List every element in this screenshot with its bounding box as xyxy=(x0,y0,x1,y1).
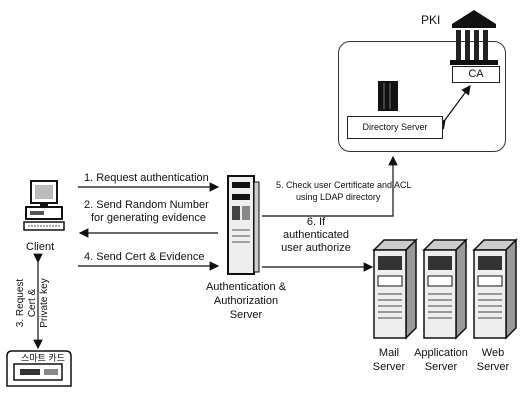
step1-label: 1. Request authentication xyxy=(84,172,209,184)
client-computer-icon xyxy=(22,180,66,236)
auth-server-label-3: Server xyxy=(196,309,296,321)
step6-label-3: user authorize xyxy=(276,242,356,254)
step2-label-1: 2. Send Random Number xyxy=(84,199,209,211)
step2-label-2: for generating evidence xyxy=(91,212,206,224)
step5-label-1: 5. Check user Certificate and ACL xyxy=(276,180,412,190)
smartcard-label: 스마트 카드 xyxy=(21,353,65,363)
client-label: Client xyxy=(26,241,54,253)
web-server-label-2: Server xyxy=(468,361,518,373)
mail-server-label-1: Mail xyxy=(364,347,414,359)
pki-title: PKI xyxy=(421,14,440,26)
web-server-icon xyxy=(470,238,518,340)
mail-server-icon xyxy=(370,238,418,340)
mail-server-label-2: Server xyxy=(364,361,414,373)
application-server-label-1: Application xyxy=(408,347,474,359)
step3-label-2: Cert & xyxy=(28,273,38,333)
auth-server-icon xyxy=(222,174,262,278)
application-server-icon xyxy=(420,238,468,340)
directory-server-box: Directory Server xyxy=(347,116,443,139)
step3-label-3: Private key xyxy=(40,273,50,333)
step6-label-1: 6. If xyxy=(276,216,356,228)
step6-label-2: authenticated xyxy=(276,229,356,241)
auth-server-label-1: Authentication & xyxy=(196,281,296,293)
directory-server-icon xyxy=(376,80,400,112)
web-server-label-1: Web xyxy=(468,347,518,359)
application-server-label-2: Server xyxy=(408,361,474,373)
step4-label: 4. Send Cert & Evidence xyxy=(84,251,204,263)
step5-label-2: using LDAP directory xyxy=(296,192,380,202)
auth-server-label-2: Authorization xyxy=(196,295,296,307)
ca-box: CA xyxy=(452,66,500,83)
step3-label-1: 3. Request xyxy=(16,273,26,333)
ca-building-icon xyxy=(448,8,500,66)
